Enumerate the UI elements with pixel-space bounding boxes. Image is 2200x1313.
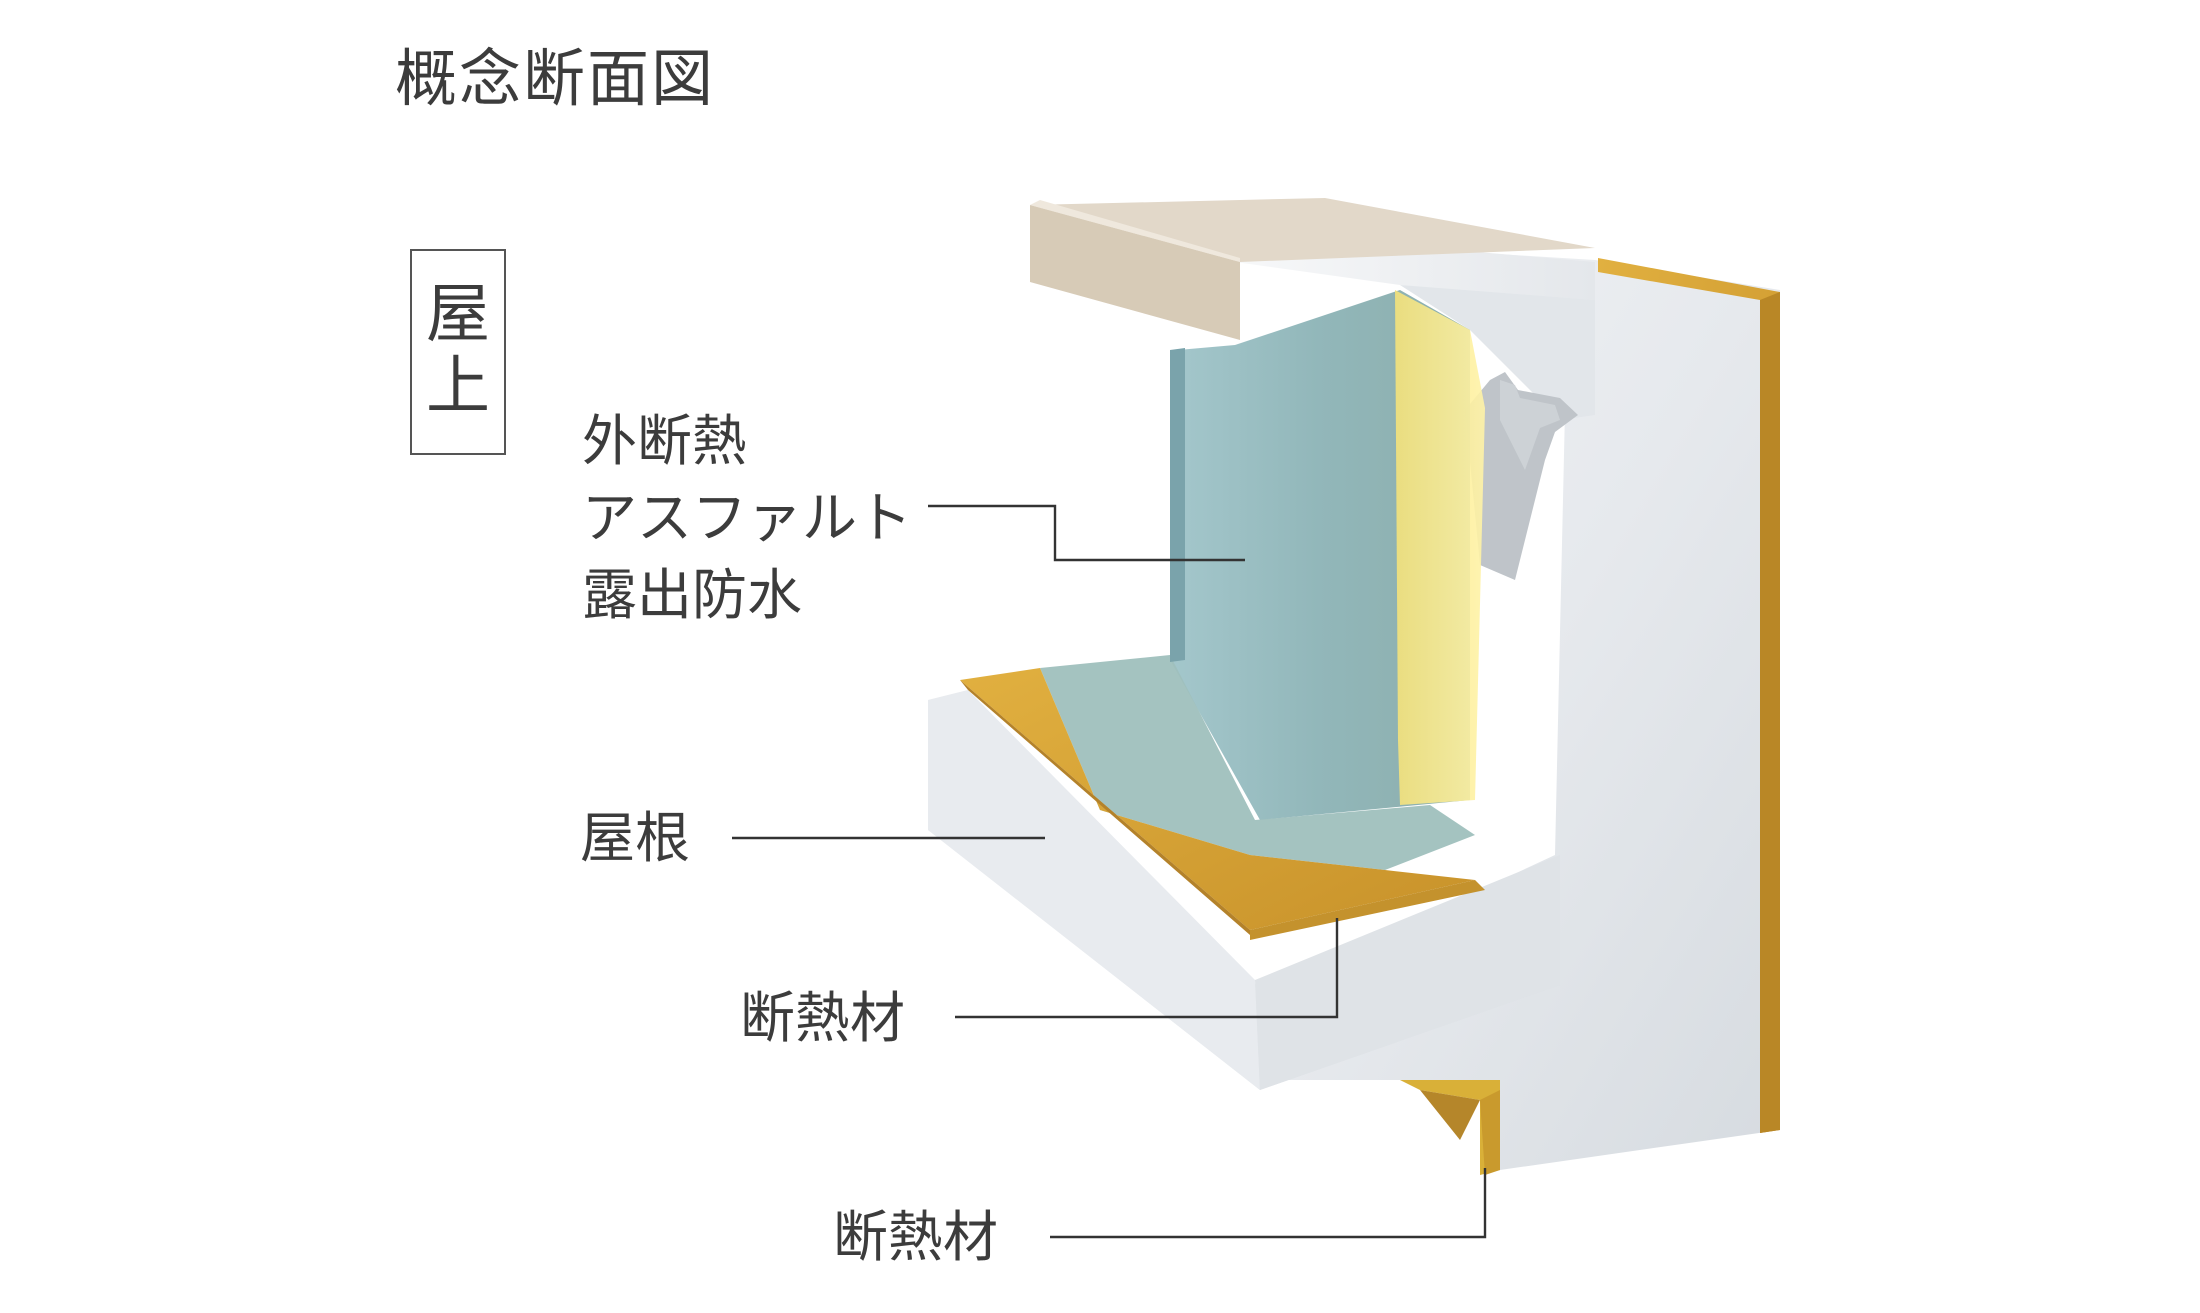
concrete-wall [1235, 245, 1780, 1170]
label-waterproof-line-1: 外断熱 [582, 409, 748, 473]
leader-insulation-lower [1050, 1168, 1487, 1239]
label-roof: 屋根 [580, 806, 691, 870]
roof-insulation [960, 668, 1485, 940]
label-insulation-lower: 断熱材 [833, 1205, 999, 1269]
leader-insulation-upper [955, 918, 1339, 1019]
badge-char-2: 上 [426, 350, 490, 424]
lower-beam [1400, 1080, 1500, 1175]
leader-lines [732, 504, 1487, 1239]
parapet-cap [1030, 198, 1595, 340]
leader-waterproof [928, 504, 1245, 562]
label-waterproof: 外断熱 アスファルト 露出防水 [582, 403, 912, 634]
rooftop-badge: 屋 上 [410, 249, 506, 455]
label-waterproof-line-2: アスファルト [582, 486, 913, 550]
waterproof-membrane [1040, 290, 1475, 870]
inner-insulation-glow [1395, 290, 1485, 805]
badge-char-1: 屋 [426, 278, 490, 353]
label-waterproof-line-3: 露出防水 [582, 563, 803, 627]
page-title: 概念断面図 [395, 42, 716, 115]
label-insulation-upper: 断熱材 [740, 986, 906, 1050]
roof-slab [928, 690, 1560, 1090]
